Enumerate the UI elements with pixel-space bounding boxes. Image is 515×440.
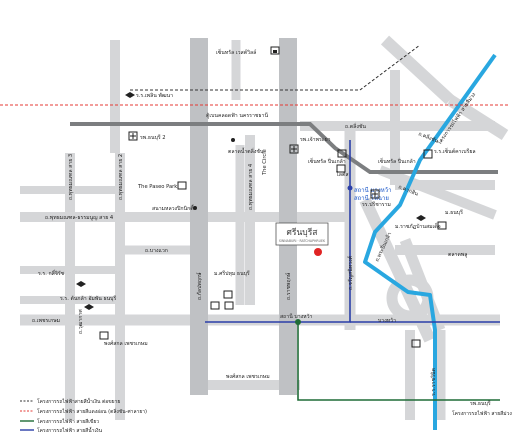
legend-label: โครงการรถไฟฟ้าสายสีน้ำเงิน ต่อขยาย: [37, 396, 120, 405]
poi-label: ร.ร. ต้นกล้า อัมพัน ธนบุรี: [60, 295, 116, 302]
roundabout: [386, 274, 434, 322]
poi-label: พงศ์สกล เพชรเกษม: [104, 340, 148, 347]
hospital-icon: [128, 131, 138, 141]
mall-icon: [336, 164, 346, 173]
poi-label: เซ็นทรัล เวสต์วิลล์: [216, 48, 256, 56]
station-dot: [347, 185, 353, 191]
road-label: บางหว้า: [378, 317, 396, 324]
major-roads: [190, 38, 297, 395]
poi-label: รร.ปรีชาราม: [362, 201, 391, 208]
poi-dot: [193, 206, 197, 210]
mall-icon: [210, 301, 220, 310]
mall-icon: [411, 339, 421, 348]
road-label: ถ.เพชรเกษม: [32, 318, 60, 324]
mall-icon: [177, 181, 187, 190]
poi-label: ม.ธนบุรี: [445, 209, 463, 216]
poi-label: ร.ร.เพลิน พัฒนา: [136, 92, 173, 99]
hospital-icon: [289, 144, 299, 154]
road-label: พงศ์สกล เพชรเกษม: [226, 373, 270, 380]
poi-label: รพ.ธนบุรี: [470, 400, 491, 407]
legend-label: โครงการรถไฟฟ้า สายสีแดงอ่อน (ตลิ่งชัน-ศา…: [37, 408, 147, 415]
school-icon: [84, 304, 94, 310]
poi-label: The Circle: [262, 149, 268, 176]
hospital-icon: [423, 149, 433, 159]
project-marker[interactable]: ศรีนบุรีส SINNABURI · RATCHAPHRUEK: [275, 222, 329, 256]
poi-label: ม.ศรีปทุม ธนบุรี: [214, 270, 250, 277]
poi-label: The Paseo Park: [137, 184, 177, 190]
mall-icon: [270, 46, 280, 55]
green-line: [297, 322, 500, 401]
road-label: ถ.พุทธมณฑล สาย 4: [248, 163, 254, 210]
project-name: ศรีนบุรีส: [287, 227, 319, 238]
mall-icon: [224, 301, 234, 310]
mall-icon: [223, 290, 233, 299]
poi-label: ม.ราชภัฏบ้านสมเด็จ: [395, 222, 441, 230]
poi-label: ตลาดน้ำตลิ่งชัน: [228, 147, 264, 155]
station-label: สถานี บางหว้า: [280, 313, 312, 320]
project-subtitle: SINNABURI · RATCHAPHRUEK: [279, 239, 326, 243]
poi-label: รพ.ธนบุรี 2: [140, 134, 166, 141]
road-label: ร.ร.ราชวินิต: [430, 368, 437, 396]
project-pin: [314, 248, 322, 256]
school-icon: [125, 92, 135, 98]
station-dot: [295, 319, 301, 325]
road-label: ถ.จรัญสนิทวงศ์: [347, 255, 354, 290]
road-label: ถ.พุทธมณฑล-ธรรมนูญ สาย 4: [45, 215, 114, 221]
market-icon: [99, 331, 109, 340]
road-label: ถ.ตลิ่งชัน: [345, 123, 366, 130]
poi-dot: [231, 138, 235, 142]
mall-icon: [437, 221, 447, 230]
hospital-icon: [370, 189, 380, 199]
school-icon: [76, 281, 86, 287]
light-blue-line: [363, 53, 497, 430]
poi-label: ตู้เบนคลอดฟ้า นครราชธานี: [206, 112, 268, 119]
road-label: ถ.ตลิ่งชัน: [417, 130, 439, 145]
poi-label: เซ็นทรัล ปิ่นเกล้า: [308, 157, 346, 165]
mall-icon: [337, 149, 347, 158]
road-label: ถ.วุฒากาศ: [78, 309, 84, 334]
poi-label: สนามหลวงปิกนิกตี้: [152, 204, 195, 212]
road-label: ถ.พุทธมณฑล สาย 2: [118, 154, 124, 200]
school-icon: [416, 215, 426, 221]
road-label: ถ.บางแวก: [145, 248, 168, 254]
black-dashed-line: [130, 44, 421, 91]
legend-label: โครงการรถไฟฟ้า สายสีเขียว: [37, 418, 99, 425]
poi-label: โลตัส: [336, 171, 349, 178]
poi-label: ร.ร.เซ็นต์คาเบรียล: [434, 147, 476, 155]
road-label: ตลาดพลู: [448, 252, 467, 258]
road-label: เซ็นทรัล ปิ่นเกล้า: [378, 157, 416, 165]
road-label: ถ.พุทธมณฑล สาย 3: [68, 154, 74, 200]
minor-roads: [20, 35, 509, 420]
road-label: ถ.ราชพฤกษ์: [285, 272, 292, 300]
legend-label: โครงการรถไฟฟ้า สายสีน้ำเงิน: [37, 425, 103, 434]
map-legend: โครงการรถไฟฟ้าสายสีน้ำเงิน ต่อขยาย โครงก…: [20, 396, 147, 434]
corner-note: โครงการรถไฟฟ้า สายสีม่วง: [452, 410, 512, 417]
poi-label: รพ.เจ้าพระยา: [300, 136, 331, 143]
road-label: ถ.กัลปพฤกษ์: [196, 272, 203, 300]
poi-label: ร.ร. กสิ์จิรัช: [38, 269, 65, 277]
